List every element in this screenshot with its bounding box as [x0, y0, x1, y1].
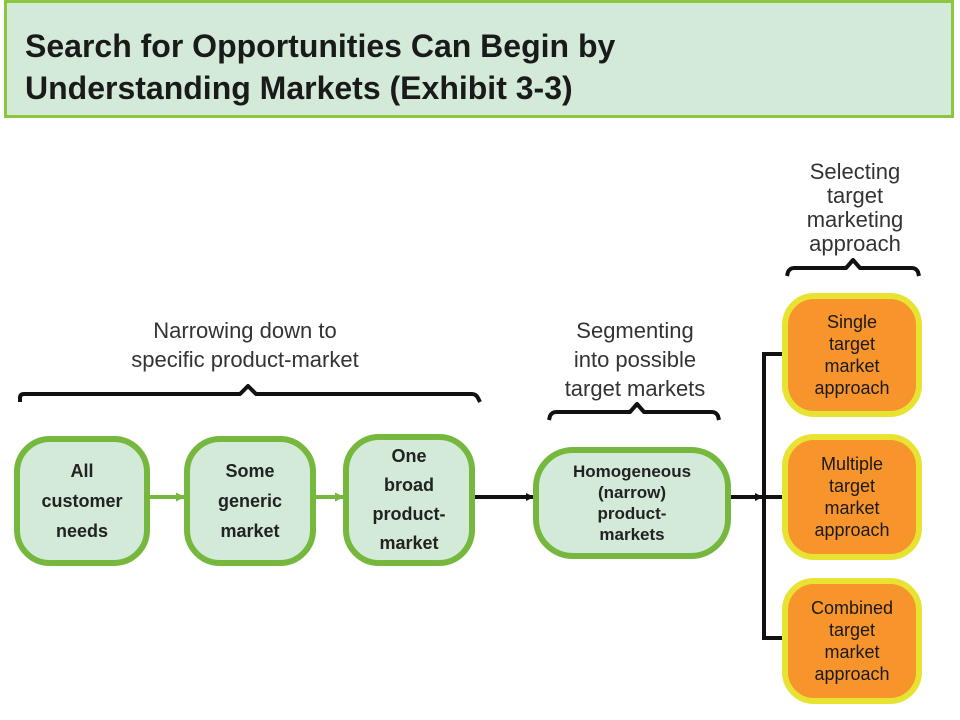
box-one-broad-line-3: product-: [372, 504, 446, 524]
box-homogeneous-line-3: product-: [597, 504, 667, 523]
label-narrowing-line-2: specific product-market: [131, 347, 359, 372]
combined-approach-line-4: approach: [814, 664, 890, 684]
multiple-approach-line-3: market: [824, 498, 880, 518]
box-homogeneous-line-4: markets: [599, 525, 665, 544]
title-line-1: Search for Opportunities Can Begin by: [25, 28, 616, 64]
single-approach-line-4: approach: [814, 378, 890, 398]
combined-approach-line-1: Combined: [810, 598, 894, 618]
multiple-approach-line-1: Multiple: [820, 454, 884, 474]
box-one-broad-product-market: One broad product- market: [343, 434, 475, 566]
box-single-target-market-approach: Single target market approach: [782, 293, 922, 417]
box-some-generic-market-line-1: Some: [225, 461, 275, 481]
box-some-generic-market-line-3: market: [220, 521, 280, 541]
box-multiple-target-market-approach: Multiple target market approach: [782, 434, 922, 560]
label-selecting: Selecting target marketing approach: [770, 160, 940, 256]
box-all-customer-needs: All customer needs: [14, 436, 150, 566]
multiple-approach-line-4: approach: [814, 520, 890, 540]
single-approach-line-3: market: [824, 356, 880, 376]
label-narrowing-line-1: Narrowing down to: [153, 318, 337, 343]
box-homogeneous-line-1: Homogeneous: [572, 462, 692, 481]
box-one-broad-line-4: market: [379, 533, 439, 553]
box-all-customer-needs-line-3: needs: [55, 521, 109, 541]
brace-segmenting: [547, 402, 721, 421]
combined-approach-line-2: target: [828, 620, 875, 640]
title-bar: Search for Opportunities Can Begin by Un…: [4, 0, 954, 118]
box-homogeneous-line-2: (narrow): [598, 483, 666, 502]
brace-narrowing: [18, 384, 482, 403]
single-approach-line-1: Single: [826, 312, 878, 332]
label-selecting-line-1: Selecting: [809, 159, 901, 184]
label-segmenting-line-3: target markets: [564, 376, 706, 401]
box-all-customer-needs-line-1: All: [70, 461, 94, 481]
multiple-approach-line-2: target: [828, 476, 876, 496]
box-one-broad-line-2: broad: [383, 475, 434, 495]
label-segmenting-line-1: Segmenting: [576, 318, 694, 343]
label-segmenting-line-2: into possible: [573, 347, 697, 372]
label-selecting-line-3: marketing: [806, 207, 904, 232]
title-line-2: Understanding Markets (Exhibit 3-3): [25, 70, 573, 106]
single-approach-line-2: target: [828, 334, 876, 354]
label-narrowing: Narrowing down to specific product-marke…: [60, 316, 430, 374]
combined-approach-line-3: market: [824, 642, 880, 662]
page-title: Search for Opportunities Can Begin by Un…: [25, 25, 925, 109]
brace-selecting: [785, 258, 921, 277]
label-selecting-line-4: approach: [809, 231, 901, 256]
box-some-generic-market: Some generic market: [184, 436, 316, 566]
box-some-generic-market-line-2: generic: [217, 491, 283, 511]
label-selecting-line-2: target: [826, 183, 884, 208]
label-segmenting: Segmenting into possible target markets: [530, 316, 740, 403]
box-homogeneous-product-markets: Homogeneous (narrow) product- markets: [533, 447, 731, 559]
box-all-customer-needs-line-2: customer: [41, 491, 123, 511]
box-one-broad-line-1: One: [391, 446, 427, 466]
box-combined-target-market-approach: Combined target market approach: [782, 578, 922, 704]
